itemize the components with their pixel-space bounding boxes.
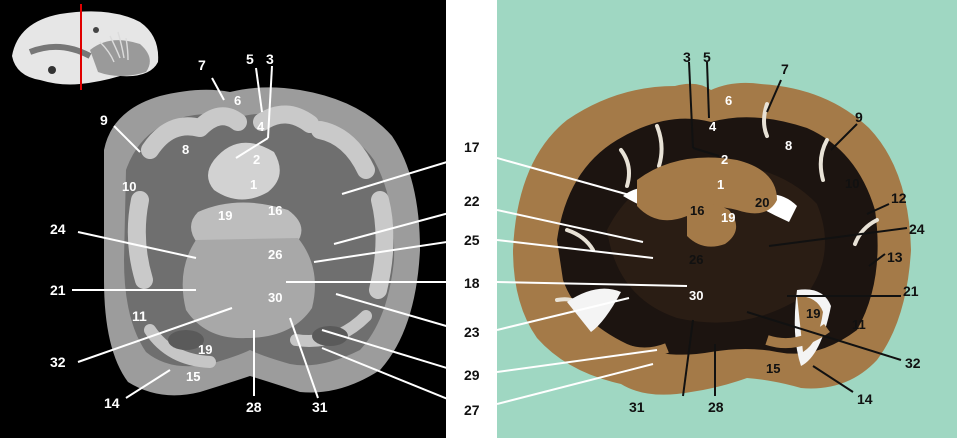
- mri-label: 27: [464, 402, 480, 418]
- mri-label: 9: [100, 112, 108, 128]
- stain-label: 7: [781, 61, 789, 77]
- stain-label: 26: [689, 252, 704, 267]
- mri-coronal-slice: [104, 87, 420, 396]
- mri-label: 10: [122, 179, 137, 194]
- stain-label: 15: [766, 361, 781, 376]
- mri-label: 22: [464, 193, 480, 209]
- mri-label: 4: [257, 119, 265, 134]
- stain-label: 31: [629, 399, 645, 415]
- mri-label: 18: [464, 275, 480, 291]
- mri-label: 6: [234, 93, 242, 108]
- stain-label: 1: [717, 177, 725, 192]
- stain-label: 2: [721, 152, 729, 167]
- stain-label: 30: [689, 288, 704, 303]
- stain-label: 11: [852, 317, 866, 332]
- mri-label: 5: [246, 51, 254, 67]
- mri-label: 21: [50, 282, 66, 298]
- stain-label: 32: [905, 355, 921, 371]
- stained-coronal-slice: [513, 82, 911, 395]
- stain-label: 10: [845, 176, 860, 191]
- stain-label: 21: [903, 283, 919, 299]
- stain-label: 5: [703, 49, 711, 65]
- mri-label: 7: [198, 57, 206, 73]
- mri-label: 25: [464, 232, 480, 248]
- mri-label: 15: [186, 369, 201, 384]
- slice-position-line: [80, 4, 82, 90]
- stained-section-panel: 3 5 7 9 12 24 13 21 32 14 28 31 6 4 2 8 …: [497, 0, 957, 438]
- mri-label: 19: [198, 342, 213, 357]
- stain-label: 12: [891, 190, 907, 206]
- mri-label: 32: [50, 354, 66, 370]
- mri-image: [12, 4, 446, 400]
- mri-label: 29: [464, 367, 480, 383]
- stain-label: 19: [806, 306, 821, 321]
- mri-label: 1: [250, 177, 258, 192]
- mri-panel: 7 5 3 9 8 10 24 21 11 32 19 15 14 28 31 …: [0, 0, 446, 438]
- mri-label: 17: [464, 139, 480, 155]
- mri-label: 26: [268, 247, 283, 262]
- mri-label: 16: [268, 203, 283, 218]
- stain-label: 4: [709, 119, 717, 134]
- stain-label: 9: [855, 109, 863, 125]
- mri-label: 31: [312, 399, 328, 415]
- mri-label: 14: [104, 395, 120, 411]
- mri-label: 30: [268, 290, 283, 305]
- mri-label: 2: [253, 152, 261, 167]
- stain-leader-lines: [682, 61, 908, 397]
- mri-label: 23: [464, 324, 480, 340]
- stain-label: 24: [909, 221, 925, 237]
- stain-label: 6: [725, 93, 733, 108]
- stain-label: 14: [857, 391, 873, 407]
- stain-label: 28: [708, 399, 724, 415]
- mri-label: 11: [132, 308, 147, 324]
- mri-label: 24: [50, 221, 66, 237]
- stain-label: 8: [785, 138, 793, 153]
- mri-label: 19: [218, 208, 233, 223]
- stain-leader-lines-white: [497, 157, 688, 405]
- mri-label: 28: [246, 399, 262, 415]
- mri-label: 8: [182, 142, 190, 157]
- stain-label: 13: [887, 249, 903, 265]
- stain-label: 19: [721, 210, 736, 225]
- mri-leader-lines: [72, 65, 446, 400]
- stain-label: 16: [690, 203, 705, 218]
- stain-label: 3: [683, 49, 691, 65]
- stained-section-image: [497, 61, 911, 405]
- panel-divider: 17 22 25 18 23 29 27: [446, 0, 497, 438]
- stain-label: 20: [755, 195, 770, 210]
- mri-label: 3: [266, 51, 274, 67]
- sagittal-inset-thumbnail: [12, 4, 159, 90]
